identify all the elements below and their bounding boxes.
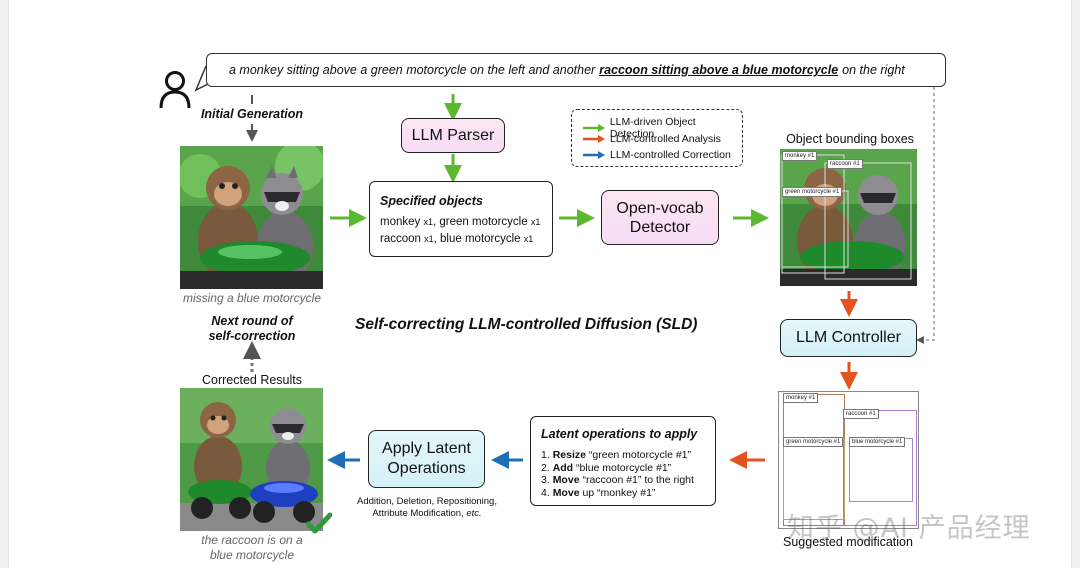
main-title: Self-correcting LLM-controlled Diffusion… — [355, 316, 698, 333]
detector-line1: Open-vocab — [616, 199, 704, 217]
bbox-detection-image: monkey #1 raccoon #1 green motorcycle #1 — [780, 149, 917, 286]
llm-controller-node: LLM Controller — [780, 319, 917, 357]
apply-caption-line2-wrap: Attribute Modification, etc. — [345, 508, 509, 520]
op-rest: “blue motorcycle #1” — [576, 461, 672, 474]
obj-monkey-count: x1 — [423, 217, 433, 227]
legend-label-analysis: LLM-controlled Analysis — [610, 133, 721, 145]
op-num: 2. — [541, 461, 550, 474]
layout-tag-raccoon: raccoon #1 — [843, 409, 879, 419]
apply-caption-etc: etc. — [466, 508, 482, 519]
check-icon — [306, 512, 332, 534]
final-note-line1: the raccoon is on a — [201, 533, 303, 547]
suggested-layout: monkey #1 raccoon #1 green motorcycle #1… — [778, 391, 919, 529]
layout-tag-green-moto: green motorcycle #1 — [783, 437, 844, 447]
legend-item-correction: LLM-controlled Correction — [582, 149, 731, 161]
latent-ops-title: Latent operations to apply — [541, 427, 698, 441]
legend: LLM-driven Object Detection LLM-controll… — [571, 109, 743, 167]
op-rest: “raccoon #1” to the right — [582, 474, 694, 486]
legend-label-detection: LLM-driven Object Detection — [609, 116, 696, 140]
op-verb: Move — [552, 474, 580, 486]
final-note-line2: blue motorcycle — [209, 548, 295, 562]
legend-label-correction: LLM-controlled Correction — [610, 149, 731, 161]
page-edge-right — [1071, 0, 1080, 568]
op-verb: Add — [552, 461, 574, 474]
open-vocab-detector-node: Open-vocab Detector — [601, 190, 719, 245]
layout-tag-monkey: monkey #1 — [783, 393, 819, 403]
op-rest: up “monkey #1” — [582, 486, 656, 499]
prompt-text-before: a monkey sitting above a green motorcycl… — [229, 63, 596, 77]
obj-green-moto-count: x1 — [530, 217, 541, 227]
op-num: 3. — [541, 474, 550, 486]
watermark: 知乎 @AI 产品经理 — [787, 513, 1031, 544]
layout-box-raccoon — [843, 410, 917, 526]
corrected-results-label: Corrected Results — [201, 373, 303, 387]
op-rest: “green motorcycle #1” — [588, 449, 692, 461]
bbox-tag-green-moto: green motorcycle #1 — [782, 187, 843, 197]
corrected-result-image — [180, 388, 323, 531]
prompt-bubble: a monkey sitting above a green motorcycl… — [206, 53, 946, 87]
apply-latent-line2: Operations — [387, 460, 466, 477]
latent-op-item: 3. Move “raccoon #1” to the right — [541, 474, 694, 487]
obj-blue-moto: , blue motorcycle — [433, 233, 521, 245]
layout-tag-blue-moto: blue motorcycle #1 — [849, 437, 906, 447]
legend-arrow-green — [583, 124, 605, 132]
arrow-prompt-to-controller — [916, 87, 935, 344]
obj-green-moto: , green motorcycle — [433, 216, 528, 228]
initial-generation-label: Initial Generation — [200, 107, 304, 121]
obj-blue-moto-count: x1 — [523, 234, 534, 244]
layout-box-blue-moto — [849, 438, 913, 502]
initial-generation-image — [180, 146, 323, 289]
obj-monkey: monkey — [380, 216, 421, 228]
obj-raccoon-count: x1 — [424, 234, 434, 244]
next-round-line2: self-correction — [208, 329, 296, 343]
op-num: 1. — [541, 449, 550, 461]
specified-objects-line1: monkey x1, green motorcycle x1 — [380, 216, 540, 228]
next-round-label: Next round of self-correction — [180, 314, 324, 344]
missing-note: missing a blue motorcycle — [182, 291, 322, 305]
bbox-tag-monkey: monkey #1 — [782, 151, 818, 161]
legend-arrow-red — [583, 135, 605, 143]
final-note: the raccoon is on a blue motorcycle — [180, 533, 324, 563]
suggested-modification-label: Suggested modification — [783, 535, 913, 549]
prompt-text-after: on the right — [842, 63, 905, 77]
latent-op-item: 4. Move up “monkey #1” — [541, 487, 694, 500]
op-verb: Resize — [552, 449, 586, 461]
op-verb: Move — [552, 486, 580, 499]
latent-ops-box: Latent operations to apply 1. Resize “gr… — [530, 416, 716, 506]
specified-objects-title: Specified objects — [380, 194, 483, 208]
prompt-text-highlight: raccoon sitting above a blue motorcycle — [599, 63, 839, 77]
apply-caption-line2: Attribute Modification, — [372, 508, 464, 519]
specified-objects-box: Specified objects monkey x1, green motor… — [369, 181, 553, 257]
latent-op-item: 2. Add “blue motorcycle #1” — [541, 462, 694, 475]
user-icon — [159, 71, 191, 109]
apply-caption: Addition, Deletion, Repositioning, Attri… — [345, 496, 509, 520]
legend-item-analysis: LLM-controlled Analysis — [582, 133, 721, 145]
detector-line2: Detector — [629, 218, 691, 236]
apply-latent-line1: Apply Latent — [382, 440, 471, 457]
legend-arrow-blue — [583, 151, 605, 159]
latent-ops-list: 1. Resize “green motorcycle #1” 2. Add “… — [541, 449, 694, 499]
obj-raccoon: raccoon — [380, 233, 421, 245]
apply-caption-line1: Addition, Deletion, Repositioning, — [357, 496, 497, 507]
legend-item-detection: LLM-driven Object Detection — [582, 116, 742, 140]
apply-latent-node: Apply Latent Operations — [368, 430, 485, 488]
latent-op-item: 1. Resize “green motorcycle #1” — [541, 449, 694, 462]
bbox-tag-raccoon: raccoon #1 — [827, 159, 863, 169]
page-edge-left — [0, 0, 9, 568]
object-bboxes-label: Object bounding boxes — [786, 132, 914, 146]
next-round-line1: Next round of — [211, 314, 293, 328]
op-num: 4. — [541, 486, 550, 499]
llm-parser-node: LLM Parser — [401, 118, 505, 153]
specified-objects-line2: raccoon x1, blue motorcycle x1 — [380, 233, 533, 245]
